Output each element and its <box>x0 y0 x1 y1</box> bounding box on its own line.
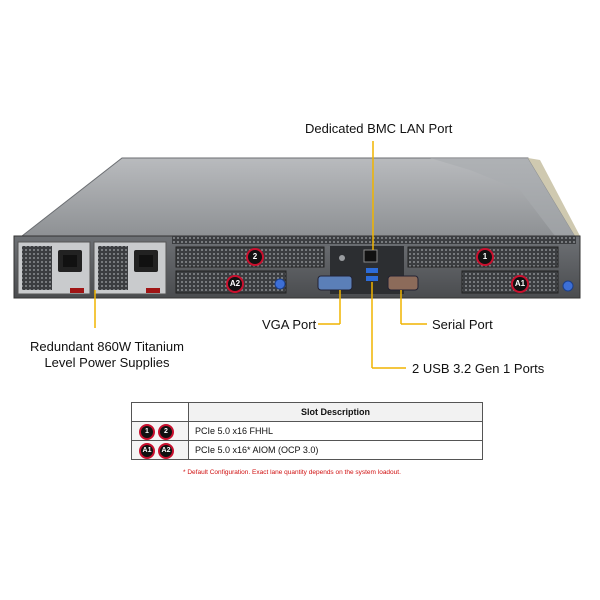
row-description: PCIe 5.0 x16* AIOM (OCP 3.0) <box>188 440 483 460</box>
row-badge: 1 <box>139 424 155 440</box>
vga-port-label: VGA Port <box>262 317 317 332</box>
usb-port-1 <box>366 268 378 273</box>
slot-a2-badge: A2 <box>226 275 244 293</box>
table-header: Slot Description <box>188 402 483 422</box>
table-header-row: Slot Description <box>131 402 483 422</box>
power-supply-1 <box>17 241 91 295</box>
usb-port-2 <box>366 276 378 281</box>
row-badge: 2 <box>158 424 174 440</box>
slot-2-badge: 2 <box>246 248 264 266</box>
serial-port-label: Serial Port <box>432 317 493 332</box>
bmc-lan-port-label: Dedicated BMC LAN Port <box>305 121 453 136</box>
footnote: * Default Configuration. Exact lane quan… <box>183 469 401 476</box>
row-badges: 1 2 <box>131 421 189 441</box>
usb-ports-label: 2 USB 3.2 Gen 1 Ports <box>412 361 545 376</box>
vga-port-shape <box>317 275 353 291</box>
row-badges: A1 A2 <box>131 440 189 460</box>
slot-1-badge: 1 <box>476 248 494 266</box>
row-description: PCIe 5.0 x16 FHHL <box>188 421 483 441</box>
serial-port-shape <box>387 275 419 291</box>
power-supply-2 <box>93 241 167 295</box>
row-badge: A1 <box>139 443 155 459</box>
psu-label-line-2: Level Power Supplies <box>44 355 170 370</box>
psu-label: Redundant 860W Titanium Level Power Supp… <box>30 339 184 371</box>
row-badge: A2 <box>158 443 174 459</box>
slot-description-table: Slot Description 1 2 PCIe 5.0 x16 FHHL A… <box>131 402 483 460</box>
table-row: A1 A2 PCIe 5.0 x16* AIOM (OCP 3.0) <box>131 440 483 460</box>
table-row: 1 2 PCIe 5.0 x16 FHHL <box>131 421 483 441</box>
psu-label-line-1: Redundant 860W Titanium <box>30 339 184 354</box>
slot-a1-badge: A1 <box>511 275 529 293</box>
bmc-lan-port <box>363 249 378 263</box>
